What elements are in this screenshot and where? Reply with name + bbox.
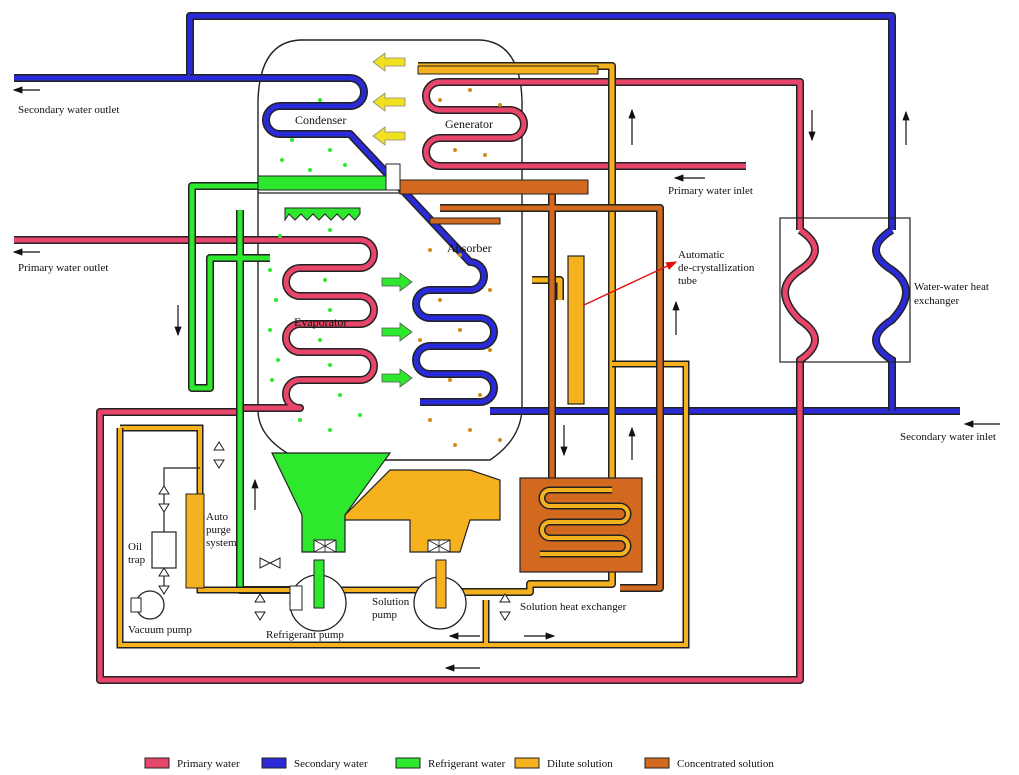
flow-direction-arrows xyxy=(12,86,1000,672)
ww-hx-label-1: Water-water heat xyxy=(914,281,989,293)
legend-item-secondary: Secondary water xyxy=(261,757,368,770)
auto-decryst-label-2: de-crystallization xyxy=(678,262,755,274)
oil-trap-label-1: Oil xyxy=(128,541,142,553)
solution-pump-label-2: pump xyxy=(372,609,398,621)
solution-pump xyxy=(413,559,467,630)
evaporator-spray-header xyxy=(284,207,361,222)
oil-trap-label-2: trap xyxy=(128,554,146,566)
vacuum-pump xyxy=(130,590,165,620)
refrigerant-droplets xyxy=(268,98,362,432)
legend-item-dilute: Dilute solution xyxy=(514,757,613,770)
primary-water-inlet-label: Primary water inlet xyxy=(668,185,753,197)
concentrated-solution-circuit xyxy=(440,184,663,591)
secondary-water-inlet-label: Secondary water inlet xyxy=(900,431,996,443)
legend-swatch-concentrated xyxy=(644,757,670,769)
condenser-label: Condenser xyxy=(295,113,346,127)
auto-purge-label-1: Auto xyxy=(206,511,229,523)
legend-label-dilute: Dilute solution xyxy=(547,758,613,770)
evaporator-sump xyxy=(271,452,392,553)
legend-swatch-dilute xyxy=(514,757,540,769)
solution-droplets xyxy=(418,88,502,447)
legend-item-concentrated: Concentrated solution xyxy=(644,757,774,770)
refrigerant-pump xyxy=(289,559,347,632)
auto-decrystallization-tube xyxy=(567,255,585,405)
primary-water-outlet-label: Primary water outlet xyxy=(18,262,108,274)
auto-purge-system xyxy=(185,493,205,589)
auto-decryst-label-3: tube xyxy=(678,275,697,287)
legend-label-concentrated: Concentrated solution xyxy=(677,758,774,770)
legend-label-primary: Primary water xyxy=(177,758,240,770)
secondary-water-outlet-label: Secondary water outlet xyxy=(18,104,119,116)
ww-hx-label-2: exchanger xyxy=(914,295,960,307)
evaporator-label: Evaporator xyxy=(294,315,347,329)
legend-swatch-refrigerant xyxy=(395,757,421,769)
solution-heat-exchanger-label: Solution heat exchanger xyxy=(520,601,627,613)
labels: Secondary water outlet Primary water out… xyxy=(18,104,996,641)
auto-decryst-label-1: Automatic xyxy=(678,249,725,261)
legend-swatch-primary xyxy=(144,757,170,769)
primary-water-circuit xyxy=(14,79,818,683)
legend-item-refrigerant: Refrigerant water xyxy=(395,757,506,770)
generator-label: Generator xyxy=(445,117,493,131)
legend-label-secondary: Secondary water xyxy=(294,758,368,770)
valve-icons xyxy=(158,441,511,621)
solution-pump-label-1: Solution xyxy=(372,596,410,608)
decrystallization-pointer xyxy=(583,261,678,306)
vapor-flow-arrows xyxy=(372,52,406,146)
water-water-heat-exchanger xyxy=(779,217,911,363)
absorber-label: Absorber xyxy=(447,241,492,255)
refrigerant-vapor-arrows xyxy=(381,272,413,388)
refrigerant-pump-label: Refrigerant pump xyxy=(266,629,344,641)
vacuum-pump-label: Vacuum pump xyxy=(128,624,192,636)
legend-item-primary: Primary water xyxy=(144,757,240,770)
auto-purge-label-2: purge xyxy=(206,524,231,536)
absorber-sump xyxy=(344,469,501,553)
legend-swatch-secondary xyxy=(261,757,287,769)
auto-purge-label-3: system xyxy=(206,537,237,549)
legend: Primary water Secondary water Refrigeran… xyxy=(144,757,774,770)
legend-label-refrigerant: Refrigerant water xyxy=(428,758,506,770)
